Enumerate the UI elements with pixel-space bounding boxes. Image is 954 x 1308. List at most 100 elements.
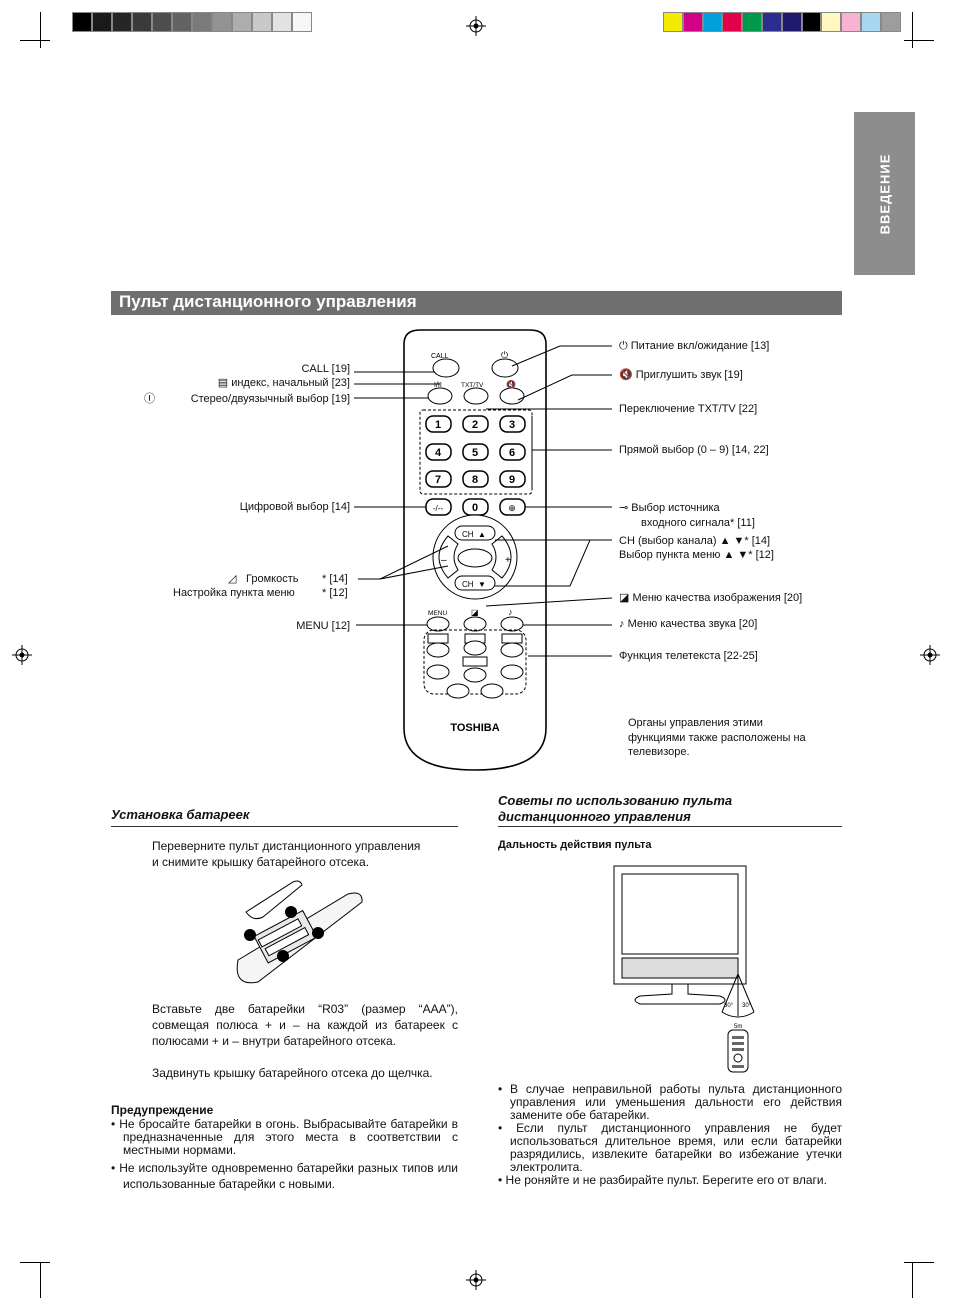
battery-cell — [257, 918, 303, 948]
callout-menu: MENU [12] — [296, 620, 350, 632]
teletext-key — [501, 633, 523, 644]
picture-icon: ◪ — [619, 592, 633, 604]
warning-item: Не используйте одновременно батарейки ра… — [111, 1160, 458, 1192]
key-6-label: 6 — [509, 447, 515, 459]
color-swatch — [702, 12, 723, 32]
stereo-icon: Ⓘ — [144, 393, 155, 405]
note-line2: функциями также расположены на — [628, 732, 806, 744]
key-1 — [425, 415, 452, 433]
crop-mark — [20, 40, 50, 41]
gray-swatch — [252, 12, 272, 32]
crop-mark — [40, 1262, 41, 1298]
callout-source-line2: входного сигнала* [11] — [641, 517, 755, 529]
callout-direct: Прямой выбор (0 – 9) [14, 22] — [619, 444, 769, 456]
callout-ch-line2: Выбор пункта меню ▲ ▼* [12] — [619, 549, 774, 561]
key-1-label: 1 — [435, 419, 441, 431]
stereo-button — [427, 387, 453, 405]
txt-tv-key-label: TXT/TV — [461, 382, 484, 389]
battery-illustration — [236, 880, 363, 984]
callout-volume: Громкость — [246, 573, 299, 585]
crop-mark — [40, 12, 41, 48]
key-2-label: 2 — [472, 419, 478, 431]
vol-up-button — [491, 535, 512, 579]
ch-up-button — [454, 525, 496, 541]
teletext-key — [462, 656, 488, 667]
teletext-button — [426, 642, 450, 658]
tv-range-illustration: 30° 30° 5m — [613, 865, 755, 1073]
warning-item: Не бросайте батарейки в огонь. Выбрасыва… — [111, 1118, 458, 1157]
callout-menu-item: Настройка пункта меню — [173, 587, 295, 599]
gray-swatch — [92, 12, 112, 32]
color-swatch — [821, 12, 842, 32]
mini-remote-keys — [732, 1036, 744, 1068]
range-line — [737, 973, 755, 1013]
source-icon: ⊸ — [619, 502, 632, 514]
distance-label: 5m — [734, 1024, 742, 1030]
range-arc — [721, 1011, 755, 1018]
menu-key-label: MENU — [428, 610, 447, 617]
color-swatch — [722, 12, 743, 32]
key-5-label: 5 — [472, 447, 478, 459]
teletext-button — [426, 664, 450, 680]
battery-step1-line2: и снимите крышку батарейного отсека. — [152, 855, 370, 869]
crop-mark — [904, 40, 934, 41]
gray-swatch — [192, 12, 212, 32]
key-3-label: 3 — [509, 419, 515, 431]
tip-item: В случае неправильной работы пульта дист… — [498, 1083, 842, 1122]
sound-icon: ♪ — [619, 618, 628, 630]
gray-swatch — [292, 12, 312, 32]
ch-down-label: CH — [462, 580, 474, 589]
teletext-button — [446, 683, 470, 699]
crop-mark — [912, 1262, 913, 1298]
color-swatch — [841, 12, 861, 32]
color-swatch — [781, 12, 802, 32]
index-icon: ▤ — [217, 377, 232, 389]
teletext-button — [500, 664, 524, 680]
callout-mute-text: Приглушить звук [19] — [635, 369, 743, 381]
ok-button — [457, 548, 493, 568]
leader-lines — [354, 345, 613, 657]
ch-up-label: CH — [462, 530, 474, 539]
angle-left: 30° — [724, 1003, 734, 1009]
battery-heading-rule — [111, 826, 458, 827]
callout-txt-tv: Переключение TXT/TV [22] — [619, 403, 758, 415]
section-title-bar: Пульт дистанционного управления — [111, 291, 842, 315]
number-keys: 1 2 3 4 5 6 7 8 9 0 — [425, 415, 526, 516]
battery-step3: Задвинуть крышку батарейного отсека до щ… — [152, 1066, 433, 1080]
key-8 — [462, 470, 489, 488]
battery-marker-dot — [285, 906, 297, 918]
warning-list: Не бросайте батарейки в огонь. Выбрасыва… — [111, 1118, 458, 1192]
ch-down-button — [454, 575, 496, 591]
battery-marker-dot — [277, 950, 289, 962]
side-tab-label: ВВЕДЕНИЕ — [877, 153, 892, 234]
stereo-key-label: I/II — [434, 382, 442, 389]
callout-power-text: Питание вкл/ожидание [13] — [630, 340, 770, 352]
note-line1: Органы управления этими — [628, 717, 763, 729]
color-swatch — [663, 12, 683, 32]
warning-title: Предупреждение — [111, 1103, 214, 1117]
call-key-label: CALL — [431, 353, 449, 360]
battery-heading: Установка батареек — [111, 807, 250, 822]
callout-sound: ♪ Меню качества звука [20] — [619, 617, 757, 631]
battery-marker-dot — [244, 929, 256, 941]
mute-button — [499, 387, 525, 405]
callout-power: ⏻ Питание вкл/ожидание [13] — [619, 339, 769, 353]
tip-item: Не роняйте и не разбирайте пульт. Береги… — [498, 1174, 842, 1187]
picture-button — [463, 616, 487, 632]
key-7 — [425, 470, 452, 488]
note-line3: телевизоре. — [628, 746, 690, 758]
callout-mute: 🔇 Приглушить звук [19] — [619, 368, 743, 382]
call-button — [432, 358, 460, 378]
color-swatch — [762, 12, 782, 32]
battery-cell — [264, 926, 310, 957]
key-5 — [462, 443, 489, 461]
sound-icon: ♪ — [508, 607, 513, 617]
sound-button — [500, 616, 524, 632]
ch-down-arrow: ▼ — [478, 580, 486, 589]
callout-ch-line1: CH (выбор канала) ▲ ▼* [14] — [619, 535, 771, 547]
crop-mark — [904, 1262, 934, 1263]
gray-swatch — [272, 12, 292, 32]
teletext-frame — [423, 629, 527, 695]
tv-screen — [621, 873, 739, 955]
callout-call: CALL [19] — [301, 363, 350, 375]
